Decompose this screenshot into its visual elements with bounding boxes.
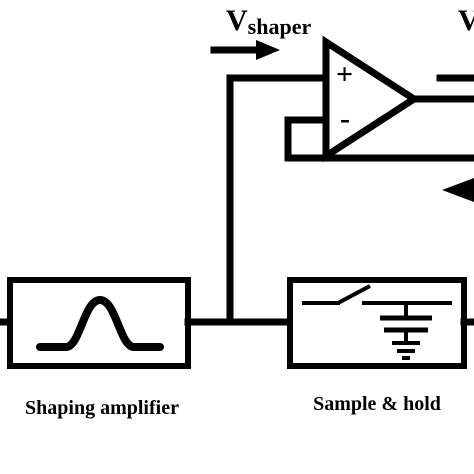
v-shaper-label: Vshaper	[226, 4, 311, 39]
comparator: + -	[322, 35, 421, 163]
capacitor-ground-icon	[380, 303, 432, 360]
v-right-label-partial: V	[458, 4, 474, 37]
wire-feedback-minus	[284, 116, 474, 162]
gaussian-pulse-icon	[36, 295, 164, 351]
comparator-minus-sign: -	[340, 102, 350, 135]
sample-hold-block	[287, 277, 467, 369]
shaping-amplifier-label: Shaping amplifier	[25, 397, 179, 419]
shaping-amplifier-block	[7, 277, 191, 369]
sample-hold-label: Sample & hold	[313, 393, 441, 415]
left-arrow-right-edge	[442, 178, 474, 202]
comparator-plus-sign: +	[336, 58, 353, 91]
v-shaper-arrow	[210, 40, 280, 60]
wire-shaper-to-plus	[226, 74, 330, 326]
